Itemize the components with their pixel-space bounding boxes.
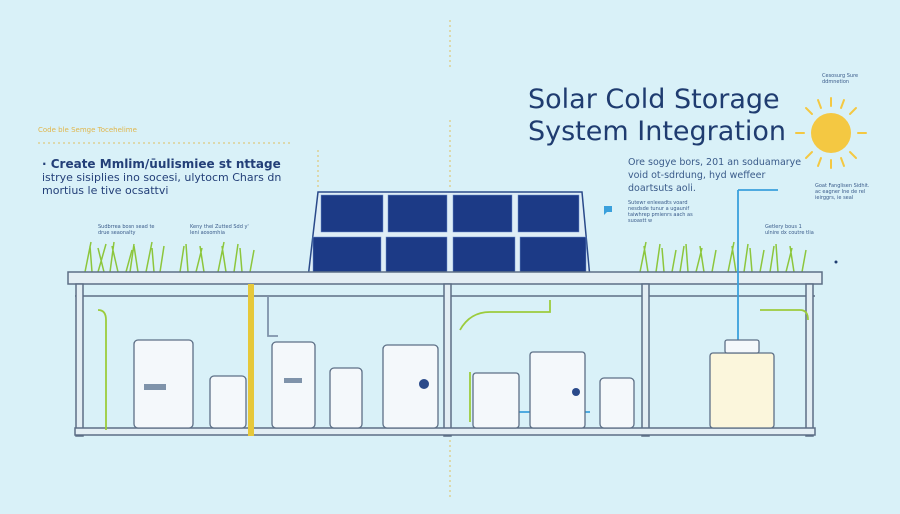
battery-tank (709, 352, 775, 429)
solar-panel (452, 236, 516, 276)
tank (529, 351, 586, 429)
page-title: Solar Cold Storage System Integration (528, 84, 786, 148)
tank (209, 375, 247, 429)
tank (271, 341, 316, 429)
chat-note: Sutewr enleeadts voard nesdsde tunur a u… (628, 200, 693, 224)
tank (382, 344, 439, 429)
solar-panel (320, 194, 384, 233)
plant-label-b: Keny thei Zutted Sdd y' leni aosomhia (190, 224, 249, 236)
tank (329, 367, 363, 429)
title-line-1: Solar Cold Storage (528, 84, 780, 115)
intro-text: · Create Mmlim/ūulismiee st nttage istry… (42, 157, 282, 198)
solar-panel (519, 236, 587, 276)
solar-panel (452, 194, 513, 233)
sun-icon (795, 97, 867, 169)
pipe-note: Goat Fanglisen Sidhit. ac eagner Ine de … (815, 183, 870, 201)
battery-note: Getlery bous 1 ulnire dx coutre tlia (765, 224, 814, 236)
intro-lead: · Create Mmlim/ūulismiee st nttage (42, 157, 281, 171)
tanks (133, 339, 775, 429)
tank (472, 372, 520, 429)
yellow-conduit (248, 284, 254, 436)
sun-note: Cesosurg Sure ddmnetion (822, 73, 859, 85)
rooftop-plants (84, 241, 807, 273)
title-line-2: System Integration (528, 116, 787, 147)
tank (599, 377, 635, 429)
plant-label-a: Sudbrrea bosn sead te drue seaonalty (98, 224, 155, 236)
solar-panel (312, 236, 382, 276)
solar-panel (517, 194, 580, 233)
solar-panel (385, 236, 448, 276)
subtitle: Ore sogye bors, 201 an soduamarye void o… (628, 157, 802, 194)
section-heading: Code ble Semge Tocehelime (38, 126, 137, 134)
storage-frame (67, 271, 823, 437)
solar-panel (387, 194, 448, 233)
chat-bubble-icon (604, 206, 612, 215)
intro-body: istrye sisiplies ino socesi, ulytocm Cha… (42, 171, 282, 197)
solar-panel-array (307, 191, 591, 279)
